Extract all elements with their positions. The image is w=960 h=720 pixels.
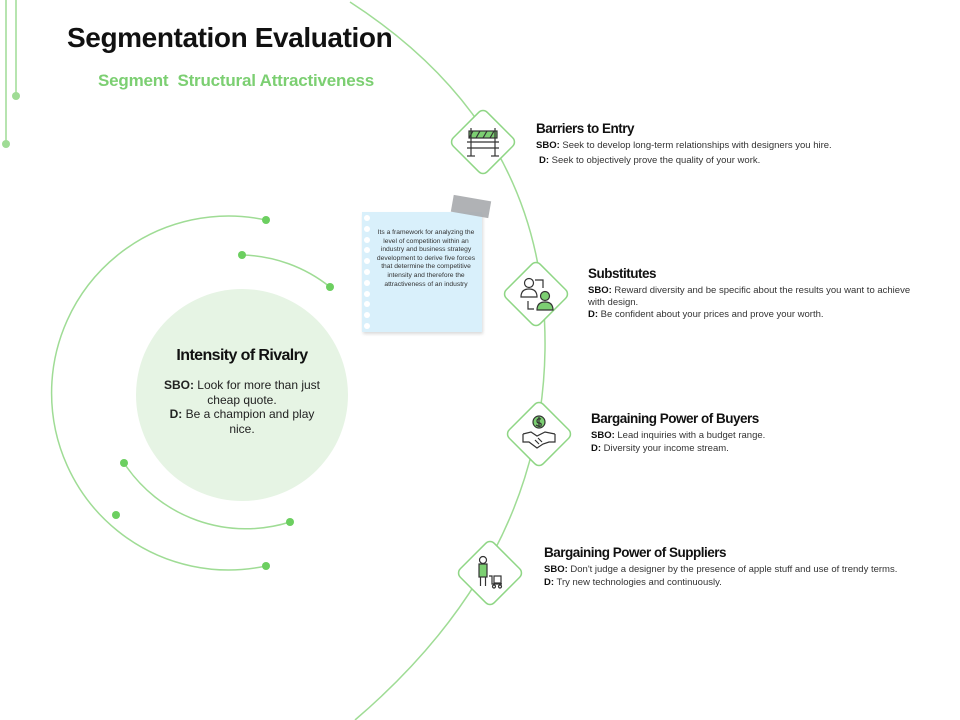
core-text: SBO: Look for more than just cheap quote… <box>156 378 328 436</box>
core-sbo-text: Look for more than just cheap quote. <box>193 378 321 407</box>
ring-dot <box>286 518 294 526</box>
barrier-icon <box>445 104 521 180</box>
inner-ring <box>241 254 331 288</box>
force-d: D: Be confident about your prices and pr… <box>588 309 824 320</box>
people-exchange-icon <box>498 256 574 332</box>
force-sbo: SBO: Lead inquiries with a budget range. <box>591 430 766 441</box>
core-d-text: Be a champion and play nice. <box>182 407 315 436</box>
core-title: Intensity of Rivalry <box>176 347 308 364</box>
page-subtitle: Segment Structural Attractiveness <box>98 71 374 90</box>
supplier-cart-icon <box>452 535 528 611</box>
note-text: Its a framework for analyzing the level … <box>376 229 476 288</box>
force-d: D: Try new technologies and continuously… <box>544 577 722 588</box>
sticky-note: Its a framework for analyzing the level … <box>362 212 482 332</box>
inner-ring <box>123 462 291 530</box>
force-sbo: SBO: Reward diversity and be specific ab… <box>588 285 911 308</box>
deco-dot <box>2 140 10 148</box>
ring-dot <box>326 283 334 291</box>
ring-dot <box>262 562 270 570</box>
force-title: Barriers to Entry <box>536 121 635 136</box>
forces-arc <box>349 1 546 720</box>
core-sbo-label: SBO: <box>163 378 194 392</box>
force-barriers-to-entry: Barriers to Entry SBO: Seek to develop l… <box>536 121 916 167</box>
force-sbo: SBO: Don't judge a designer by the prese… <box>544 564 898 575</box>
page-title: Segmentation Evaluation <box>67 22 393 53</box>
core-circle: Intensity of Rivalry SBO: Look for more … <box>136 289 348 501</box>
force-substitutes: Substitutes SBO: Reward diversity and be… <box>588 266 918 321</box>
note-binding-holes <box>364 215 372 329</box>
outer-ring <box>50 215 267 571</box>
force-title: Substitutes <box>588 266 657 281</box>
force-bargaining-power-suppliers: Bargaining Power of Suppliers SBO: Don't… <box>544 545 904 589</box>
force-bargaining-power-buyers: Bargaining Power of Buyers SBO: Lead inq… <box>591 411 921 455</box>
core-d-label: D: <box>169 407 183 421</box>
force-d: D: Seek to objectively prove the quality… <box>539 155 761 166</box>
ring-dot <box>120 459 128 467</box>
handshake-dollar-icon <box>501 396 577 472</box>
ring-dot <box>238 251 246 259</box>
force-title: Bargaining Power of Suppliers <box>544 545 727 560</box>
ring-dot <box>112 511 120 519</box>
deco-dot <box>12 92 20 100</box>
ring-dot <box>262 216 270 224</box>
force-sbo: SBO: Seek to develop long-term relations… <box>536 140 832 151</box>
force-d: D: Diversity your income stream. <box>591 443 729 454</box>
force-title: Bargaining Power of Buyers <box>591 411 759 426</box>
